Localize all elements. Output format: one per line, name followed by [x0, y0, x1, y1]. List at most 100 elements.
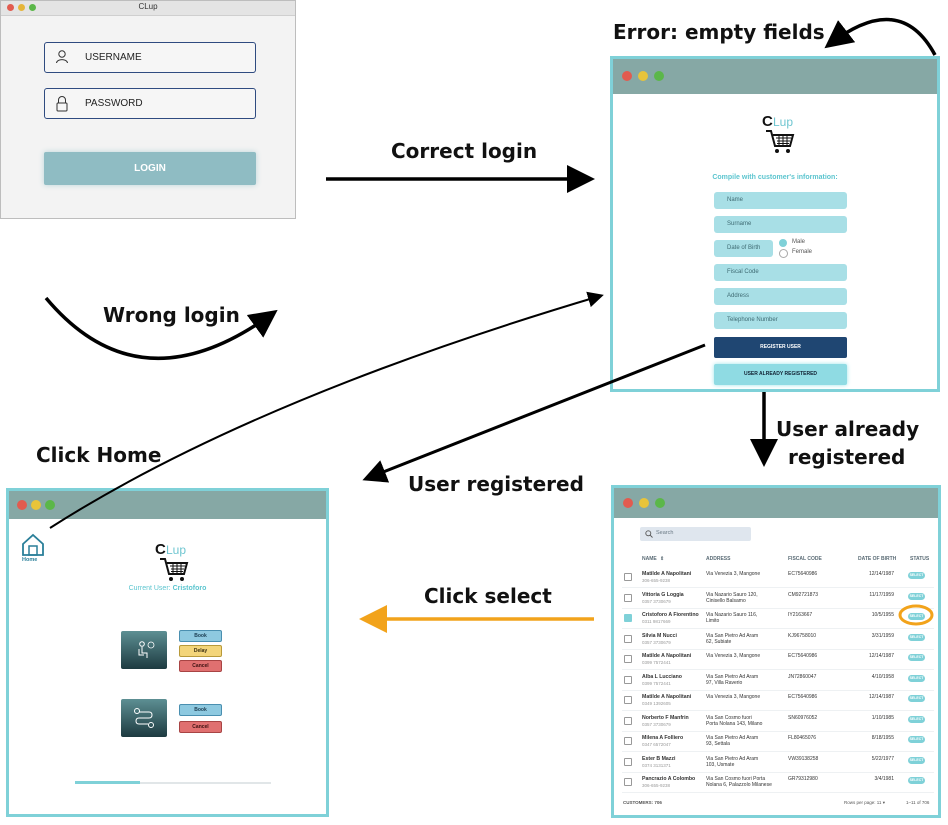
row-date-of-birth: 11/17/1959: [869, 591, 894, 598]
minimize-dot[interactable]: [638, 71, 648, 81]
select-button[interactable]: SELECT: [908, 715, 925, 723]
select-button[interactable]: SELECT: [908, 592, 925, 600]
username-field[interactable]: USERNAME: [44, 42, 256, 73]
row-checkbox[interactable]: [624, 675, 632, 684]
arrow-user-registered: [362, 343, 706, 483]
row-date-of-birth: 4/10/1958: [871, 673, 894, 680]
fiscal-code-input[interactable]: Fiscal Code: [714, 264, 847, 281]
row-checkbox[interactable]: [624, 737, 632, 745]
sort-icon[interactable]: ⇕: [660, 556, 665, 562]
row-phone: 0347 6572047: [642, 742, 671, 747]
minimize-dot[interactable]: [31, 500, 41, 510]
female-radio[interactable]: [779, 249, 788, 258]
row-checkbox[interactable]: [624, 573, 632, 581]
header-fiscal-code: FISCAL CODE: [788, 556, 822, 562]
surname-input[interactable]: Surname: [714, 216, 847, 233]
progress-track: [75, 782, 271, 784]
select-button[interactable]: SELECT: [908, 654, 925, 661]
row-name: Matilde A Napolitani: [642, 694, 692, 700]
row-address-line1: Via San Cosmo fuori Porta: [706, 776, 766, 782]
header-name[interactable]: NAME: [642, 556, 657, 562]
user-already-registered-button[interactable]: USER ALREADY REGISTERED: [714, 364, 847, 385]
row-phone: 0357 3730679: [642, 721, 671, 727]
row-checkbox[interactable]: [624, 757, 632, 766]
row-address-line2: 93, Settala: [706, 741, 730, 747]
login-button[interactable]: LOGIN: [44, 152, 256, 185]
close-dot[interactable]: [622, 71, 632, 81]
name-input[interactable]: Name: [714, 192, 847, 209]
row-fiscal-code: EC75640986: [788, 571, 818, 577]
row-date-of-birth: 10/5/1955: [871, 612, 894, 618]
close-dot[interactable]: [7, 4, 14, 11]
close-dot[interactable]: [623, 498, 633, 508]
login-window-title: CLup: [138, 2, 158, 11]
row-checkbox[interactable]: [624, 593, 632, 602]
book-button-1[interactable]: Book: [179, 630, 222, 642]
row-address-line1: Via Nazario Sauro 120,: [706, 591, 758, 598]
select-button[interactable]: SELECT: [908, 736, 925, 743]
delay-button[interactable]: Delay: [179, 645, 222, 657]
minimize-dot[interactable]: [639, 498, 649, 508]
queue-service-card[interactable]: [121, 631, 167, 669]
select-button[interactable]: SELECT: [908, 572, 925, 579]
maximize-dot[interactable]: [45, 500, 55, 510]
row-phone: 0357 3730679: [642, 639, 671, 645]
row-checkbox[interactable]: [624, 655, 632, 663]
cancel-button-2[interactable]: Cancel: [179, 721, 222, 733]
select-button[interactable]: SELECT: [908, 695, 925, 702]
register-user-button[interactable]: REGISTER USER: [714, 337, 847, 358]
row-date-of-birth: 3/31/1959: [871, 632, 894, 639]
password-field[interactable]: PASSWORD: [44, 88, 256, 119]
rows-per-page[interactable]: Rows per page: 11 ▾: [844, 800, 885, 805]
row-checkbox[interactable]: [624, 716, 632, 725]
row-address-line2: 62, Subiate: [706, 638, 732, 645]
cancel-button-1[interactable]: Cancel: [179, 660, 222, 672]
row-phone: 306-655-9238: [642, 578, 671, 583]
row-name: Vittoria G Loggia: [642, 591, 684, 598]
book-button-2[interactable]: Book: [179, 704, 222, 716]
route-service-card[interactable]: [121, 699, 167, 737]
label-click-home: Click Home: [36, 443, 162, 467]
row-checkbox[interactable]: [624, 634, 632, 643]
close-dot[interactable]: [17, 500, 27, 510]
row-address-line1: Via San Pietro Ad Aram: [706, 755, 759, 762]
header-status: STATUS: [910, 556, 930, 562]
home-label[interactable]: Home: [22, 557, 38, 563]
male-radio[interactable]: [779, 239, 787, 247]
select-button[interactable]: SELECT: [908, 613, 925, 620]
maximize-dot[interactable]: [29, 4, 36, 11]
home-icon[interactable]: [21, 533, 45, 557]
progress-fill: [75, 781, 140, 784]
row-checkbox[interactable]: [624, 696, 632, 704]
select-button[interactable]: SELECT: [908, 674, 925, 682]
row-fiscal-code: CM92721873: [788, 591, 819, 598]
maximize-dot[interactable]: [654, 71, 664, 81]
select-button[interactable]: SELECT: [908, 777, 925, 784]
minimize-dot[interactable]: [18, 4, 25, 11]
label-user-already-1: User already: [776, 417, 920, 441]
search-placeholder: Search: [656, 530, 674, 536]
maximize-dot[interactable]: [655, 498, 665, 508]
telephone-input[interactable]: Telephone Number: [714, 312, 847, 329]
select-button[interactable]: SELECT: [908, 756, 925, 764]
row-checkbox[interactable]: [624, 778, 632, 786]
dob-input[interactable]: Date of Birth: [714, 240, 773, 257]
search-input[interactable]: Search: [640, 527, 751, 541]
row-address-line1: Via San Pietro Ad Aram: [706, 673, 759, 680]
select-button[interactable]: SELECT: [908, 633, 925, 641]
row-phone: 0374 3131371: [642, 762, 671, 768]
row-checkbox[interactable]: [624, 614, 632, 622]
address-input[interactable]: Address: [714, 288, 847, 305]
